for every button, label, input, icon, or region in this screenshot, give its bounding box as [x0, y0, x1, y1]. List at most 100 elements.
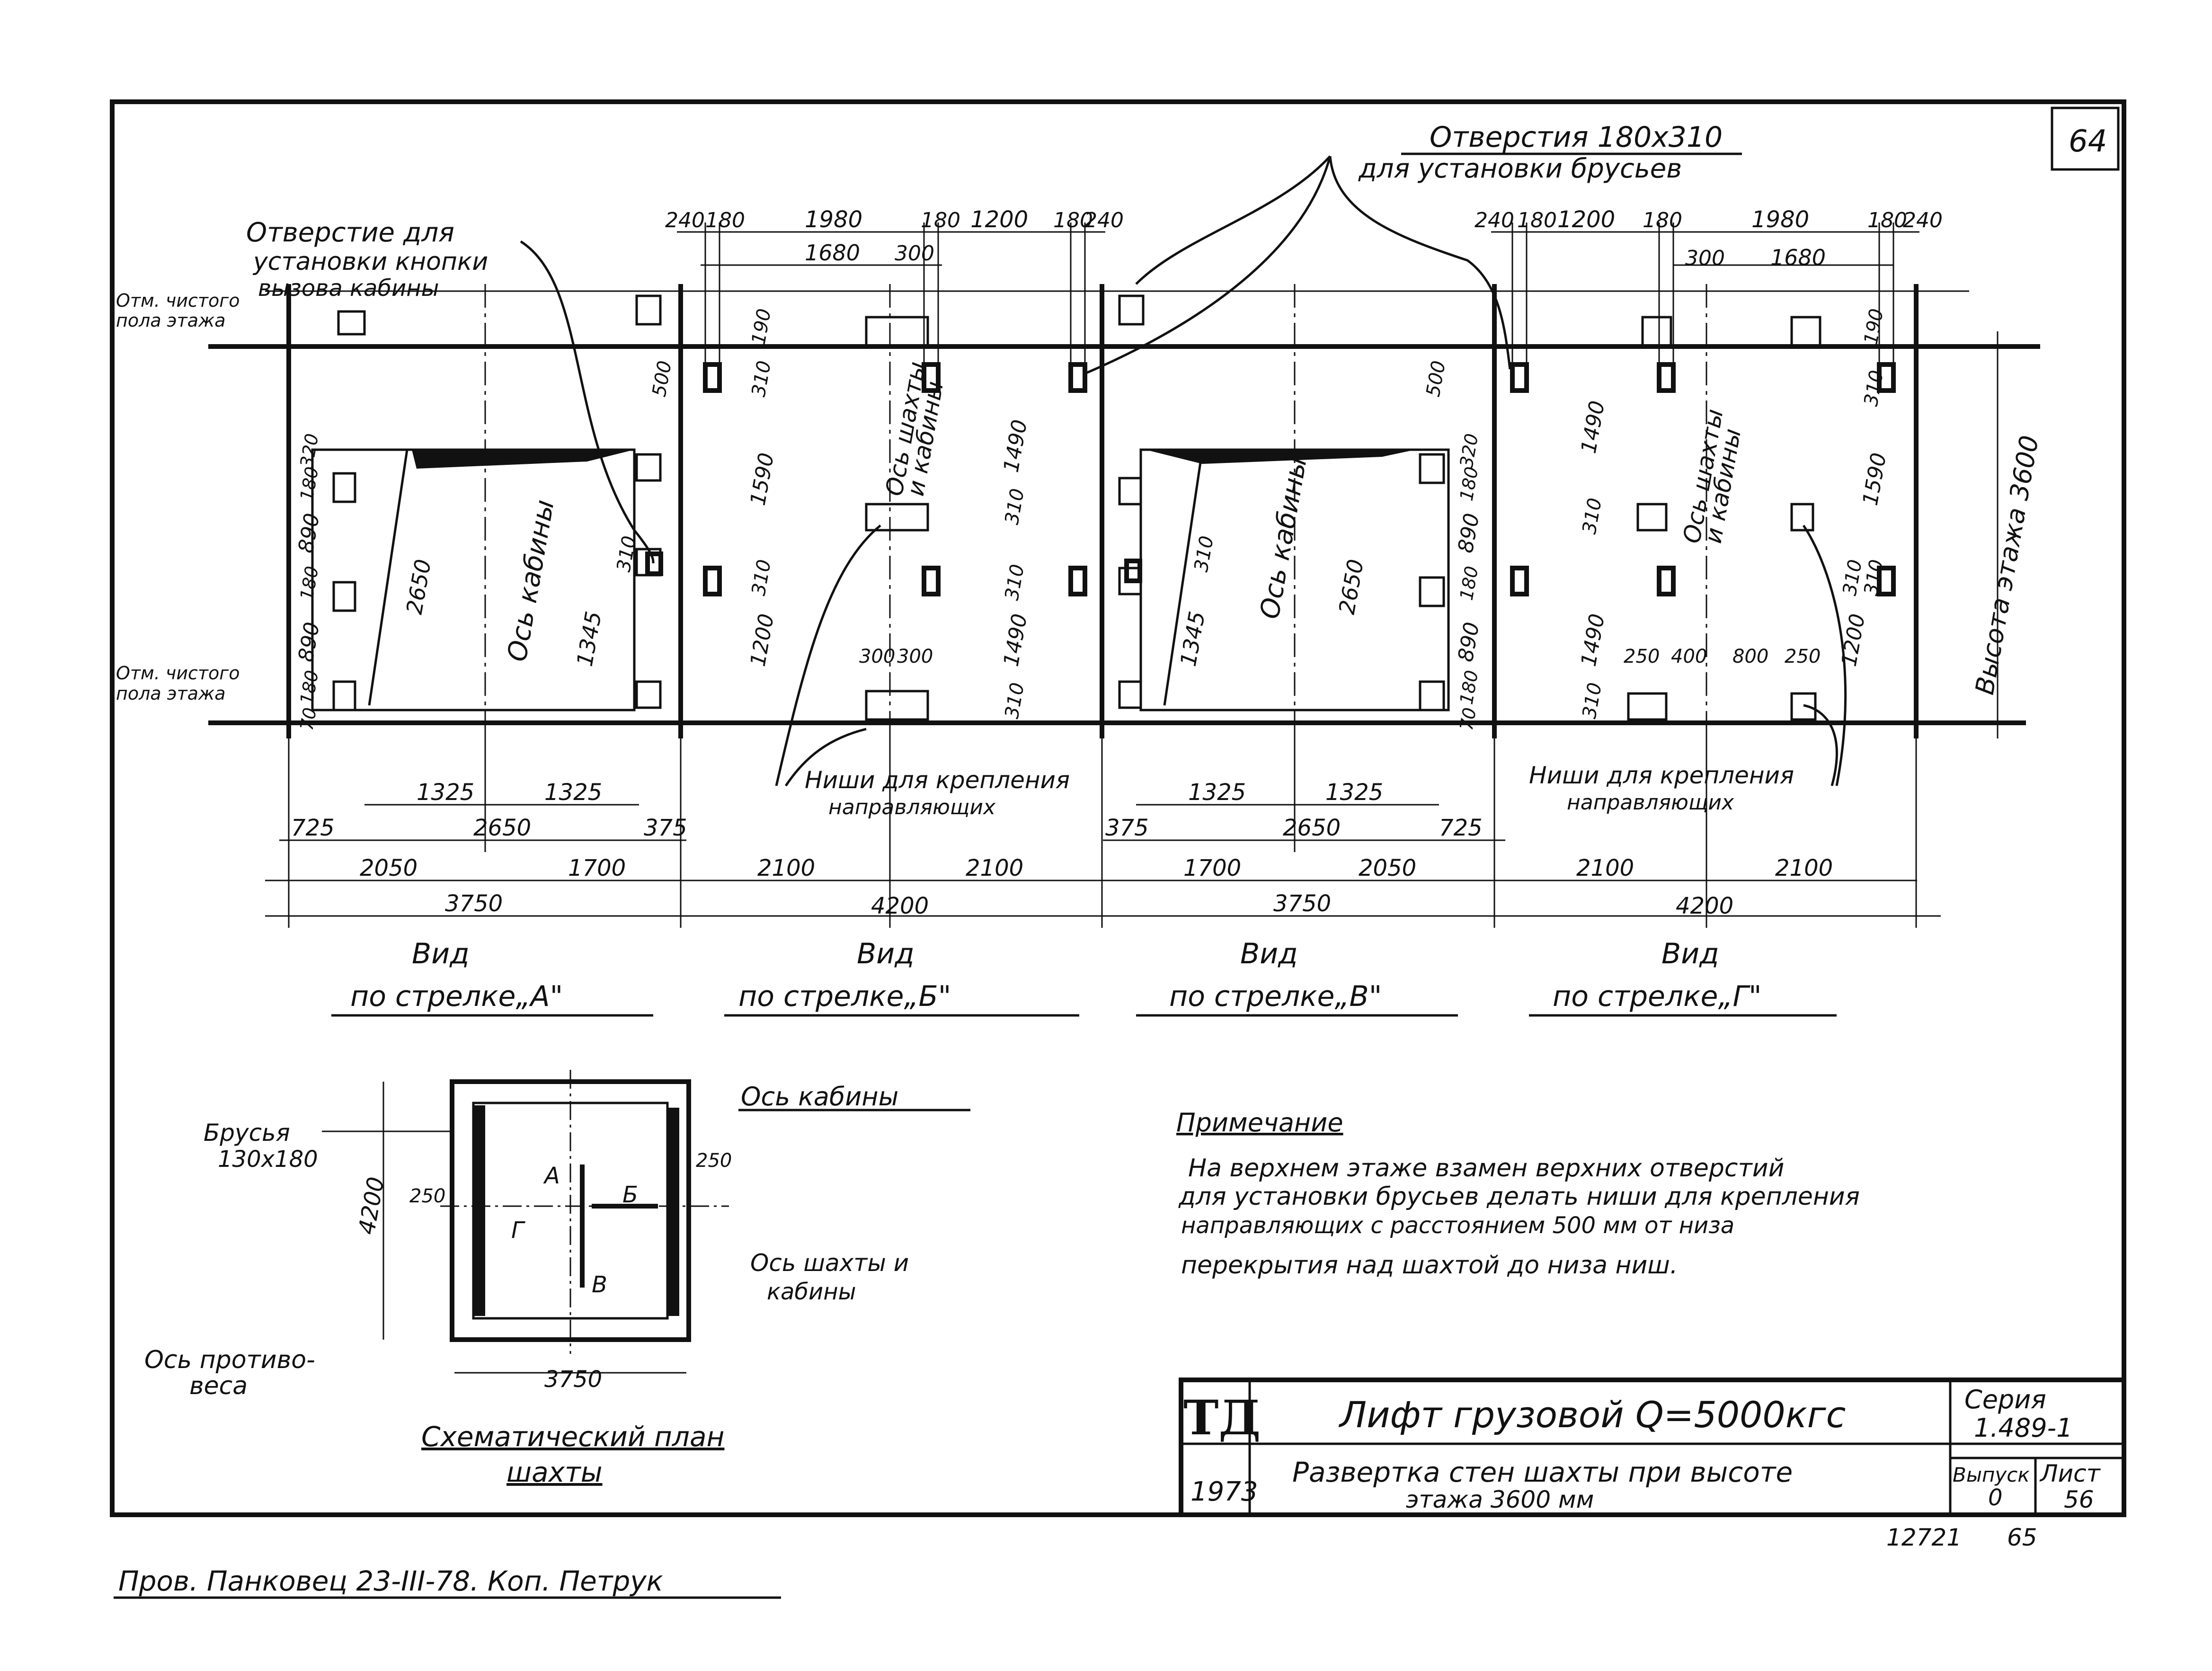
dim-g-v-1200: 1200	[1837, 612, 1870, 668]
dim-v-b-1325a: 1325	[1188, 779, 1246, 806]
dim-a-v-180c: 180	[296, 465, 323, 502]
dim-v-b-3750: 3750	[1273, 890, 1331, 917]
archive-number: 12721	[1886, 1524, 1962, 1551]
call-button-opening	[645, 551, 663, 576]
dim-a-v-1345: 1345	[572, 609, 607, 668]
dim-a-v-310: 310	[613, 534, 641, 574]
dim-b-v-1490a: 1490	[999, 418, 1032, 474]
dim-v-v-70: 70	[1456, 706, 1481, 732]
floor-height-label: Высота этажа 3600	[1970, 433, 2044, 697]
dim-g-v-190: 190	[1860, 307, 1888, 347]
check-signature: Пров. Панковец 23-III-78. Коп. Петрук	[118, 1565, 663, 1597]
drawing-title: Лифт грузовой Q=5000кгс	[1338, 1394, 1846, 1436]
floor-mark-bottom-line1: Отм. чистого	[116, 663, 240, 684]
dim-a-v-320: 320	[296, 432, 323, 469]
call-button-callout-line1: Отверстие для	[246, 217, 454, 248]
dim-b-180-m: 180	[921, 208, 960, 232]
dim-a-b-1325b: 1325	[544, 779, 602, 806]
dim-b-180-r: 180	[1053, 208, 1093, 232]
dim-v-v-500: 500	[1422, 359, 1450, 399]
plan-counterweight-2: веса	[189, 1372, 248, 1400]
dim-b-v-310a: 310	[748, 359, 776, 399]
plan-shaft-axis-1: Ось шахты и	[750, 1249, 909, 1277]
dim-b-v-1590: 1590	[746, 451, 779, 507]
plan-shaft-axis-2: кабины	[767, 1279, 856, 1305]
dim-v-v-890a: 890	[1454, 511, 1484, 555]
plan-dim-3750: 3750	[544, 1366, 602, 1393]
dim-g-300: 300	[1685, 246, 1725, 270]
dim-b-b-2100b: 2100	[966, 855, 1023, 881]
dim-g-v-1490b: 1490	[1577, 399, 1610, 455]
dim-v-b-2650: 2650	[1283, 815, 1341, 841]
dim-g-mid-250a: 250	[1624, 646, 1660, 667]
dim-b-180-l: 180	[705, 208, 745, 232]
plan-title-2: шахты	[506, 1456, 603, 1488]
dim-a-b-1700: 1700	[568, 855, 626, 881]
dim-b-v-310d: 310	[1001, 563, 1029, 602]
dim-g-v-310b: 310	[1579, 497, 1607, 536]
dim-a-v-890b: 890	[294, 511, 325, 555]
leader-lines	[520, 155, 1847, 787]
dim-g-b-2100b: 2100	[1775, 855, 1833, 881]
dim-v-b-2050: 2050	[1359, 855, 1416, 881]
openings-callout-line1: Отверстия 180x310	[1430, 121, 1723, 154]
dim-g-mid-400: 400	[1671, 646, 1707, 667]
corner-number-box	[2051, 107, 2120, 171]
floor-mark-top-line1: Отм. чистого	[116, 290, 240, 311]
dim-v-v-180a: 180	[1456, 465, 1483, 502]
plan-bruses-1: Брусья	[204, 1119, 290, 1147]
sheet-label: Лист	[2039, 1460, 2101, 1487]
call-button-callout-line3: вызова кабины	[258, 275, 439, 302]
dim-b-1680: 1680	[805, 240, 860, 266]
view-v-door	[1118, 294, 1450, 711]
plan-dim-4200: 4200	[354, 1175, 390, 1236]
dim-b-v-1200: 1200	[746, 612, 779, 668]
view-b-caption-2: по стрелке„Б"	[738, 980, 951, 1013]
floor-mark-top-line2: пола этажа	[116, 310, 226, 331]
dim-g-180-m: 180	[1643, 208, 1682, 232]
dim-g-b-2100a: 2100	[1576, 855, 1634, 881]
view-a-caption-1: Вид	[412, 937, 470, 970]
dim-a-b-2650: 2650	[473, 815, 531, 841]
dim-g-180-l: 180	[1517, 208, 1557, 232]
note-line-1: На верхнем этаже взамен верхних отверсти…	[1188, 1154, 1784, 1182]
note-line-2: для установки брусьев делать ниши для кр…	[1178, 1182, 1860, 1211]
dim-a-v-500: 500	[648, 359, 676, 399]
axis-lines	[484, 284, 1707, 729]
niches-right-line2: направляющих	[1567, 791, 1734, 815]
dim-v-v-2650: 2650	[1334, 557, 1369, 616]
dim-a-v-2650: 2650	[401, 557, 436, 616]
plan-title-1: Схематический план	[421, 1421, 724, 1453]
dim-b-v-190: 190	[748, 307, 776, 347]
view-b-caption-1: Вид	[857, 937, 915, 970]
dim-b-v-310c: 310	[1001, 487, 1029, 526]
series-label: Серия	[1964, 1385, 2046, 1414]
cabin-axis-label-a: Ось кабины	[502, 498, 560, 664]
title-logo: ТД	[1183, 1390, 1261, 1446]
dim-v-v-1345: 1345	[1175, 609, 1210, 668]
plan-cabin-axis: Ось кабины	[741, 1082, 898, 1111]
dim-b-v-310b: 310	[748, 558, 776, 597]
title-year: 1973	[1190, 1476, 1258, 1507]
dim-g-b-4200: 4200	[1676, 893, 1733, 919]
dim-a-b-375: 375	[644, 815, 687, 841]
call-button-callout-line2: установки кнопки	[252, 248, 488, 276]
dim-b-300: 300	[895, 241, 934, 266]
dim-b-b-4200: 4200	[871, 893, 929, 919]
plan-arrow-v: В	[592, 1271, 607, 1298]
plan-dim-250-l: 250	[409, 1185, 445, 1207]
dim-b-1200: 1200	[970, 206, 1028, 233]
floor-mark-bottom-line2: пола этажа	[116, 683, 226, 704]
dim-a-b-2050: 2050	[360, 855, 418, 881]
view-g-openings	[1510, 316, 1896, 721]
cabin-axis-label-v: Ось кабины	[1254, 455, 1313, 622]
dim-b-v-310e: 310	[1001, 681, 1029, 720]
plan-arrow-g: Г	[511, 1217, 525, 1244]
view-v-caption-2: по стрелке„В"	[1169, 980, 1382, 1013]
view-g-caption-2: по стрелке„Г"	[1553, 980, 1762, 1013]
top-dimension-lines	[677, 222, 1999, 738]
dim-v-v-320: 320	[1456, 432, 1483, 469]
dim-b-v-1490b: 1490	[999, 612, 1032, 668]
